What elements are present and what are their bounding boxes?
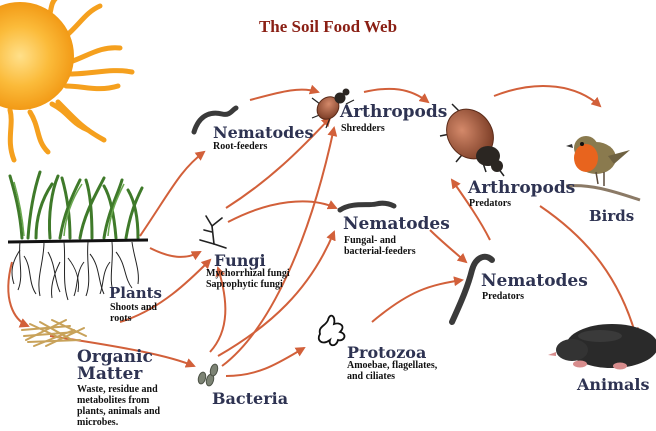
amoeba-icon bbox=[317, 314, 346, 347]
grass-with-roots-icon bbox=[7, 170, 149, 301]
mole-icon bbox=[548, 324, 656, 370]
plants-sub-1: Shoots and bbox=[110, 302, 157, 313]
nematodes-root-label: Nematodes bbox=[213, 123, 314, 142]
nematodes-predators-sub: Predators bbox=[482, 291, 525, 302]
arthropods-predators-label: Arthropods bbox=[468, 178, 576, 198]
organic-matter-sub-2: metabolites from bbox=[77, 395, 150, 406]
protozoa-label: Protozoa bbox=[347, 343, 427, 362]
protozoa-sub-2: and ciliates bbox=[347, 371, 396, 382]
bacteria-label: Bacteria bbox=[212, 389, 289, 408]
robin-icon bbox=[565, 136, 641, 202]
arthropods-shredders-label: Arthropods bbox=[340, 102, 448, 122]
fungi-hyphae-icon bbox=[199, 215, 227, 249]
sun-icon bbox=[0, 0, 135, 163]
arthropods-predators-sub: Predators bbox=[469, 198, 512, 209]
organic-matter-sub-4: microbes. bbox=[77, 417, 119, 428]
birds-label: Birds bbox=[589, 207, 635, 225]
beetle-icon bbox=[439, 103, 505, 177]
nematodes-fungal-sub-1: Fungal- and bbox=[344, 235, 396, 246]
organic-matter-label-1: Organic bbox=[77, 347, 153, 367]
organic-litter-icon bbox=[21, 319, 87, 347]
nematode-icon bbox=[337, 200, 397, 213]
fungi-sub-2: Saprophytic fungi bbox=[206, 279, 283, 290]
fungi-label: Fungi bbox=[214, 251, 266, 270]
protozoa-sub-1: Amoebae, flagellates, bbox=[347, 360, 438, 371]
nematodes-root-sub: Root-feeders bbox=[213, 141, 268, 152]
bacteria-icon bbox=[197, 363, 219, 387]
plants-sub-2: roots bbox=[110, 313, 132, 324]
organic-matter-label-2: Matter bbox=[77, 364, 143, 384]
beetle-icon bbox=[311, 88, 355, 129]
organic-matter-sub-1: Waste, residue and bbox=[77, 384, 158, 395]
arthropods-shredders-sub: Shredders bbox=[341, 123, 385, 134]
nematode-icon bbox=[191, 105, 239, 135]
nematodes-fungal-sub-2: bacterial-feeders bbox=[344, 246, 416, 257]
animals-label: Animals bbox=[577, 375, 650, 394]
plants-label: Plants bbox=[109, 284, 162, 302]
organic-matter-sub-3: plants, animals and bbox=[77, 406, 161, 417]
nematodes-predators-label: Nematodes bbox=[481, 271, 588, 291]
fungi-sub-1: Mychorrhizal fungi bbox=[206, 268, 290, 279]
nematode-icon bbox=[449, 253, 495, 325]
diagram-title: The Soil Food Web bbox=[258, 17, 398, 36]
food-web-arrows bbox=[7, 84, 639, 377]
nematodes-fungal-label: Nematodes bbox=[343, 214, 450, 234]
